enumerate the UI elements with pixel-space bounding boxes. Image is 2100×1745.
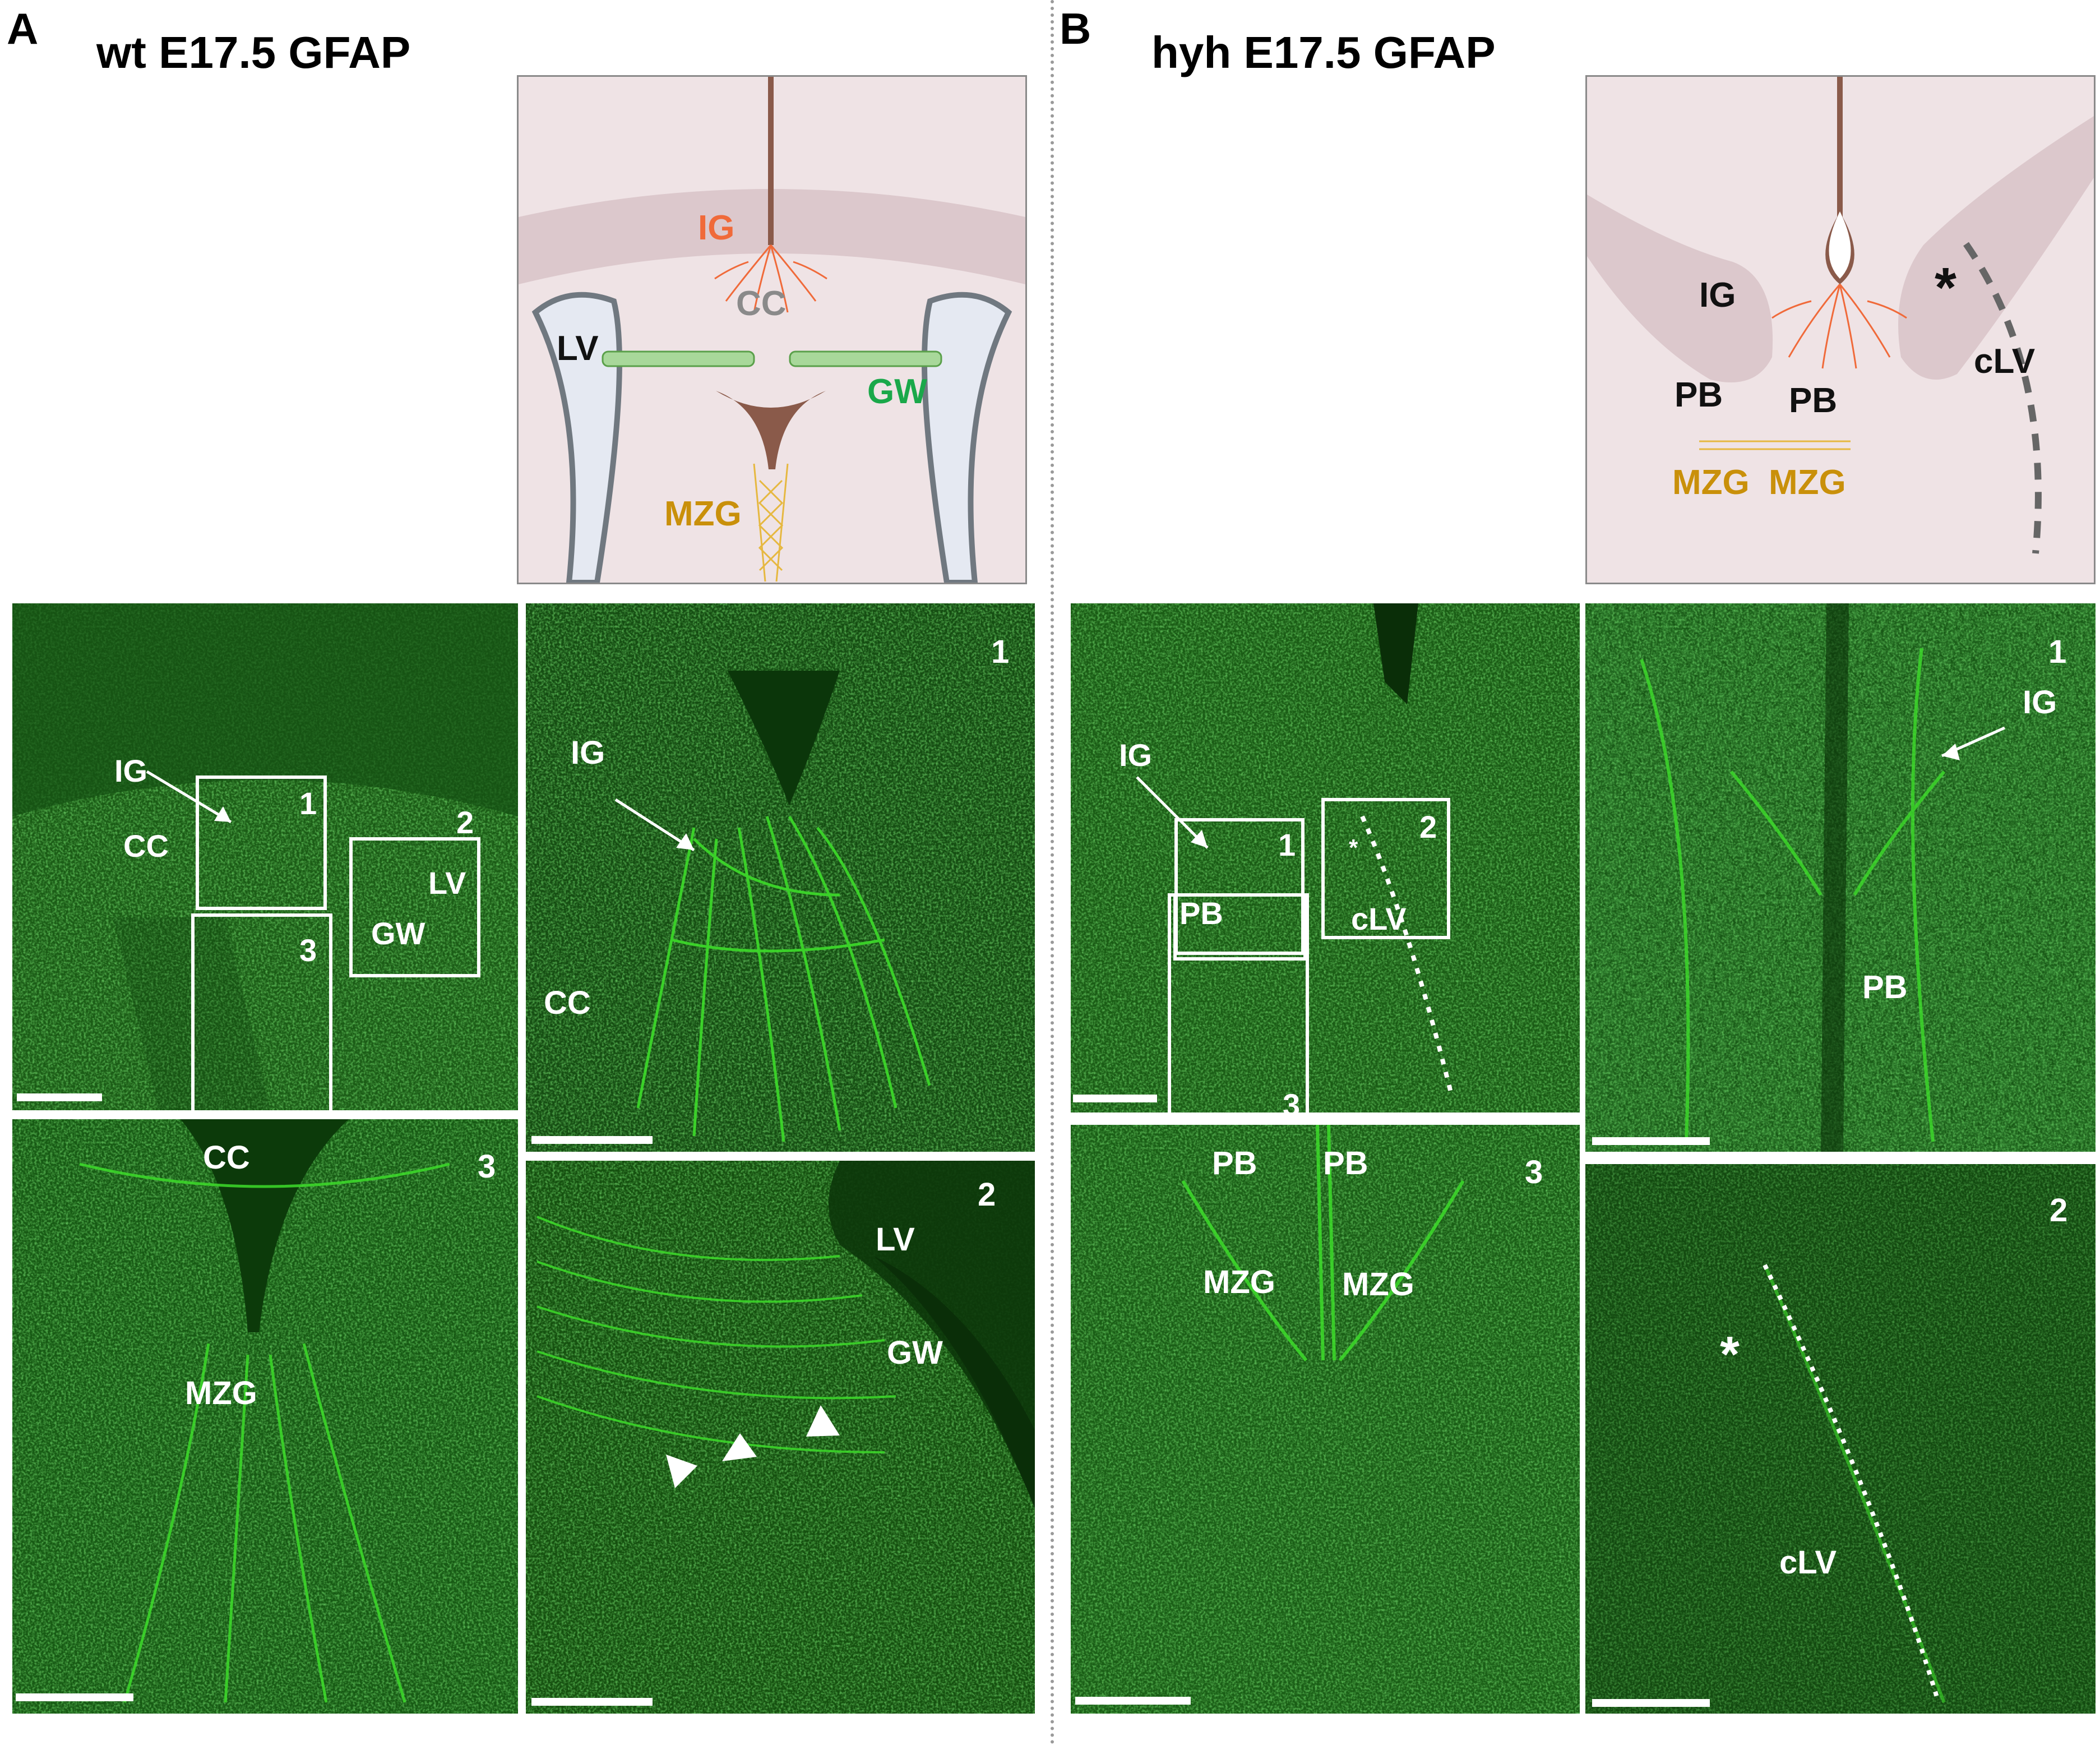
schematic-a-mzg-label: MZG (664, 495, 742, 533)
overview-b-box-1 (1174, 818, 1305, 955)
micrograph-a-zoom-2: 2 LV GW (526, 1161, 1035, 1714)
schematic-b: IG PB PB MZG MZG cLV * (1585, 75, 2096, 584)
overview-b-ig-arrow (1136, 776, 1209, 849)
micrograph-a-zoom-3: 3 CC MZG (12, 1119, 518, 1714)
panel-divider (1051, 0, 1054, 1745)
overview-a-ig-arrow (146, 770, 232, 824)
zoom-a3-scale-bar (16, 1693, 133, 1701)
zoom-b3-pb-left-label: PB (1212, 1145, 1257, 1181)
zoom-a1-ig-label: IG (571, 735, 605, 771)
overview-b-box3-num: 3 (1283, 1087, 1300, 1112)
overview-a-ig-label: IG (114, 753, 147, 788)
overview-b-star: * (1349, 834, 1358, 861)
overview-a-scale-bar (17, 1093, 102, 1101)
overview-b-box-2 (1321, 798, 1450, 939)
zoom-b1-scale-bar (1592, 1137, 1710, 1145)
zoom-b1-number: 1 (2048, 634, 2066, 670)
overview-a-box3-num: 3 (299, 932, 317, 968)
schematic-a: IG CC LV GW MZG (517, 75, 1027, 584)
zoom-b3-mzg-right-label: MZG (1342, 1266, 1414, 1303)
panel-a-title: wt E17.5 GFAP (96, 27, 411, 77)
schematic-a-cc-label: CC (736, 284, 787, 323)
schematic-b-star: * (1935, 256, 1956, 319)
micrograph-a-zoom-1: 1 IG CC (526, 603, 1035, 1152)
overview-b-ig-label: IG (1119, 737, 1152, 773)
overview-a-box1-num: 1 (299, 786, 317, 821)
overview-a-gw-label: GW (371, 916, 425, 951)
overview-a-box-2 (349, 837, 480, 977)
schematic-b-ig-label: IG (1699, 276, 1736, 315)
zoom-b2-star: * (1720, 1327, 1740, 1383)
panel-b-title: hyh E17.5 GFAP (1151, 27, 1496, 77)
zoom-b2-scale-bar (1592, 1699, 1710, 1707)
zoom-b1-ig-label: IG (2023, 684, 2057, 721)
overview-a-box-3 (191, 913, 332, 1110)
zoom-a1-number: 1 (991, 634, 1009, 670)
overview-a-lv-label: LV (428, 865, 466, 901)
micrograph-b-zoom-3: 3 PB PB MZG MZG (1071, 1125, 1580, 1714)
zoom-b2-number: 2 (2050, 1192, 2067, 1229)
overview-b-clv-outline (1360, 815, 1454, 1097)
overview-b-clv-label: cLV (1351, 901, 1407, 936)
schematic-b-clv-label: cLV (1974, 342, 2035, 381)
zoom-a2-scale-bar (531, 1698, 653, 1706)
micrograph-a-overview: IG CC LV GW 1 2 3 (12, 603, 518, 1110)
overview-b-box2-num: 2 (1419, 809, 1437, 844)
zoom-a2-gw-label: GW (887, 1335, 943, 1371)
panel-letter-a: A (7, 4, 39, 53)
zoom-a2-number: 2 (978, 1176, 996, 1213)
zoom-b1-pb-label: PB (1862, 969, 1908, 1005)
overview-b-scale-bar (1073, 1095, 1157, 1102)
schematic-b-mzg-left-label: MZG (1672, 463, 1750, 502)
schematic-a-gw-label: GW (867, 372, 927, 411)
zoom-a3-cc-label: CC (203, 1139, 250, 1176)
zoom-a1-cc-label: CC (544, 985, 591, 1021)
zoom-b2-clv-label: cLV (1779, 1544, 1837, 1581)
overview-b-pb-label: PB (1179, 895, 1223, 931)
overview-b-box1-num: 1 (1278, 827, 1296, 862)
zoom-a1-scale-bar (531, 1136, 653, 1144)
panel-letter-b: B (1060, 4, 1091, 53)
zoom-a2-lv-label: LV (876, 1221, 915, 1258)
schematic-b-pb-right-label: PB (1789, 381, 1837, 420)
zoom-b3-number: 3 (1525, 1154, 1543, 1190)
overview-a-cc-label: CC (123, 828, 169, 864)
zoom-a2-arrowhead-2 (722, 1433, 757, 1461)
schematic-a-ig-label: IG (698, 209, 734, 247)
schematic-b-pb-left-label: PB (1675, 376, 1723, 414)
micrograph-b-overview: IG PB cLV * 1 2 3 (1071, 603, 1580, 1112)
zoom-a3-mzg-label: MZG (185, 1375, 257, 1411)
zoom-b3-scale-bar (1075, 1697, 1191, 1705)
zoom-b2-clv-outline (1763, 1264, 1941, 1704)
zoom-b3-mzg-left-label: MZG (1203, 1264, 1275, 1300)
overview-a-box-1 (196, 775, 327, 910)
zoom-a2-arrowhead-1 (666, 1455, 697, 1488)
micrograph-b-zoom-1: 1 IG PB (1585, 603, 2096, 1152)
zoom-a2-arrowhead-3 (806, 1405, 840, 1437)
overview-b-box-3 (1168, 893, 1309, 1112)
schematic-b-mzg-right-label: MZG (1769, 463, 1846, 502)
schematic-a-lv-label: LV (557, 329, 599, 368)
overview-a-box2-num: 2 (456, 805, 474, 840)
zoom-b3-pb-right-label: PB (1323, 1145, 1368, 1181)
zoom-a3-number: 3 (478, 1148, 496, 1185)
micrograph-b-zoom-2: 2 * cLV (1585, 1164, 2096, 1714)
